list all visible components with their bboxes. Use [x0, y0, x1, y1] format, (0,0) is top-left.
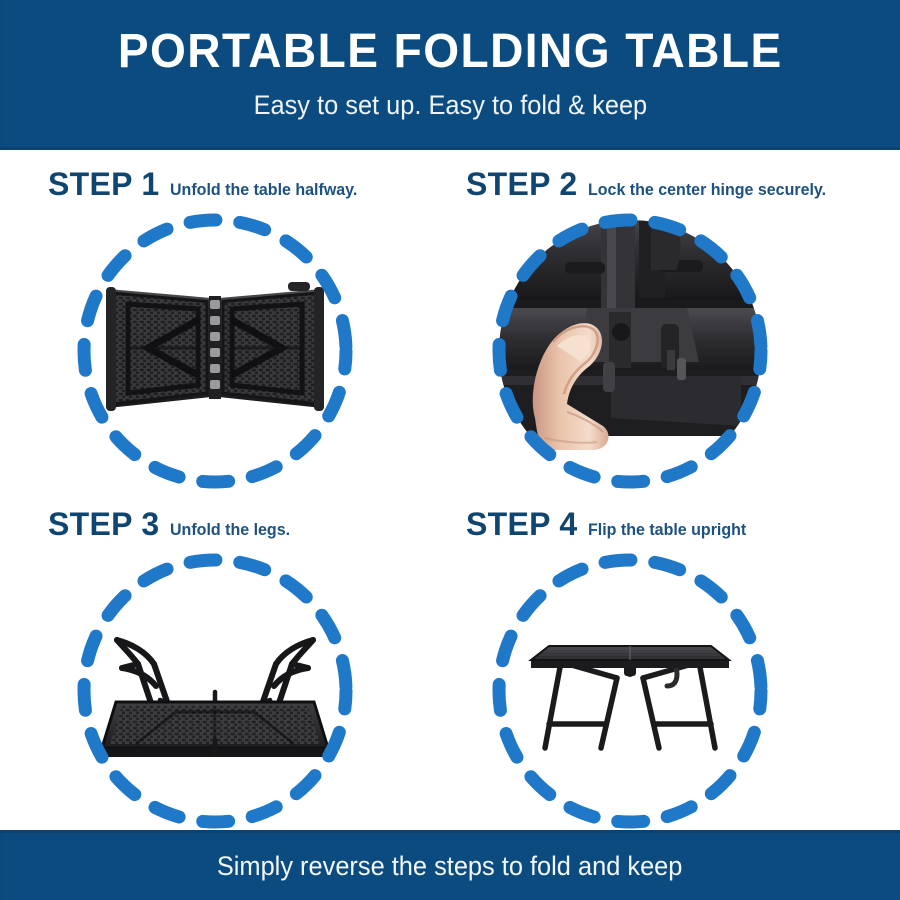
step-1-label: STEP 1: [48, 166, 160, 202]
step-card-2: STEP 2 Lock the center hinge securely.: [450, 150, 900, 490]
step-3-caption: Unfold the legs.: [169, 521, 290, 539]
table-upright-icon: [528, 645, 732, 751]
step-4-caption: Flip the table upright: [587, 521, 746, 539]
step-4-illustration: [491, 552, 769, 830]
steps-grid: STEP 1 Unfold the table halfway.: [0, 150, 900, 830]
step-2-label: STEP 2: [466, 166, 578, 202]
step-3-illustration: [76, 552, 354, 830]
footer-banner: Simply reverse the steps to fold and kee…: [0, 830, 900, 900]
step-card-3: STEP 3 Unfold the legs.: [0, 490, 450, 830]
step-4-heading: STEP 4 Flip the table upright: [450, 508, 900, 540]
dashed-ring-3: [77, 553, 353, 829]
step-2-illustration: [491, 212, 769, 490]
dashed-ring-4: [492, 553, 768, 829]
step-1-caption: Unfold the table halfway.: [169, 181, 357, 199]
header-banner: PORTABLE FOLDING TABLE Easy to set up. E…: [0, 0, 900, 150]
step-4-label: STEP 4: [466, 506, 578, 542]
page-title: PORTABLE FOLDING TABLE: [117, 25, 783, 78]
step-1-heading: STEP 1 Unfold the table halfway.: [0, 168, 450, 200]
dashed-ring-2: [492, 213, 768, 489]
step-1-illustration: [76, 212, 354, 490]
table-legs-unfolding-icon: [99, 637, 331, 757]
page-subtitle: Easy to set up. Easy to fold & keep: [253, 90, 647, 120]
step-3-heading: STEP 3 Unfold the legs.: [0, 508, 450, 540]
dashed-ring-1: [77, 213, 353, 489]
footer-text: Simply reverse the steps to fold and kee…: [217, 851, 683, 881]
hand-locking-hinge-icon: [499, 220, 761, 482]
step-2-caption: Lock the center hinge securely.: [587, 181, 826, 199]
step-card-4: STEP 4 Flip the table upright: [450, 490, 900, 830]
folded-table-underside-icon: [106, 282, 324, 411]
step-2-heading: STEP 2 Lock the center hinge securely.: [450, 168, 900, 200]
step-3-label: STEP 3: [48, 506, 160, 542]
step-card-1: STEP 1 Unfold the table halfway.: [0, 150, 450, 490]
